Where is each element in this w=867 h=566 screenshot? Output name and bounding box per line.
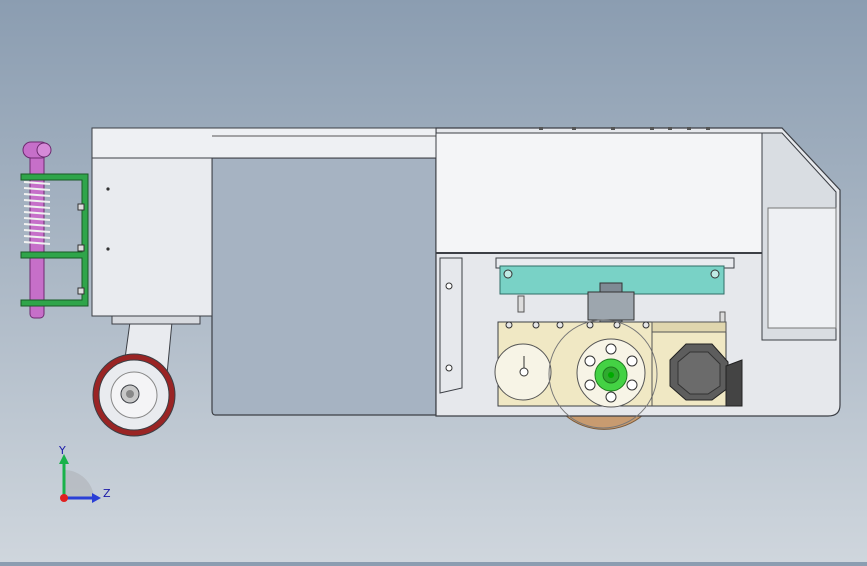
drive-hub-pin bbox=[608, 372, 614, 378]
mount-screw bbox=[503, 269, 513, 279]
pivot-block bbox=[587, 291, 635, 321]
axis-triad[interactable] bbox=[59, 454, 101, 503]
mount-bolt bbox=[445, 364, 453, 372]
bracket-bolt bbox=[77, 287, 85, 295]
caster-axle bbox=[126, 390, 134, 398]
triad-z-arrow bbox=[92, 493, 101, 503]
upper-housing bbox=[435, 132, 763, 254]
triad-y-arrow bbox=[59, 454, 69, 464]
caster-top-plate bbox=[111, 315, 201, 325]
top-rivet-row bbox=[539, 127, 710, 130]
triad-z-label: Z bbox=[103, 487, 111, 500]
drive-gearbox[interactable] bbox=[494, 311, 743, 429]
handle-spring bbox=[23, 181, 51, 245]
wheel-lug-bolts bbox=[584, 343, 638, 403]
mount-bolt bbox=[445, 282, 453, 290]
spring-pin bbox=[517, 295, 525, 313]
rivet bbox=[106, 187, 110, 191]
mount-plate bbox=[439, 257, 463, 394]
handle-bracket bbox=[20, 173, 89, 307]
chassis-open-section bbox=[211, 157, 437, 416]
push-handle-assembly[interactable] bbox=[20, 141, 89, 319]
rivet bbox=[106, 247, 110, 251]
gearbox-bolts bbox=[505, 321, 650, 329]
brake-lever bbox=[725, 359, 743, 407]
gearbox-pin bbox=[719, 311, 726, 323]
bracket-bolt bbox=[77, 203, 85, 211]
hex-brake-face bbox=[677, 351, 721, 395]
mount-screw bbox=[710, 269, 720, 279]
top-rail bbox=[91, 127, 437, 159]
motor-shaft bbox=[519, 367, 529, 377]
drive-wheel-outline bbox=[548, 319, 658, 429]
bracket-bolt bbox=[77, 244, 85, 252]
caster-wheel-assembly[interactable] bbox=[92, 315, 201, 437]
drive-wheel-tread bbox=[563, 414, 645, 430]
triad-y-label: Y bbox=[59, 444, 66, 457]
left-battery-block bbox=[91, 157, 213, 317]
gearbox-top bbox=[651, 321, 727, 333]
handle-knob bbox=[36, 142, 52, 158]
triad-plane bbox=[64, 469, 94, 498]
motor-mount-bracket[interactable] bbox=[495, 257, 735, 324]
side-panel-window bbox=[767, 207, 837, 329]
triad-x-axis-dot bbox=[60, 494, 68, 502]
